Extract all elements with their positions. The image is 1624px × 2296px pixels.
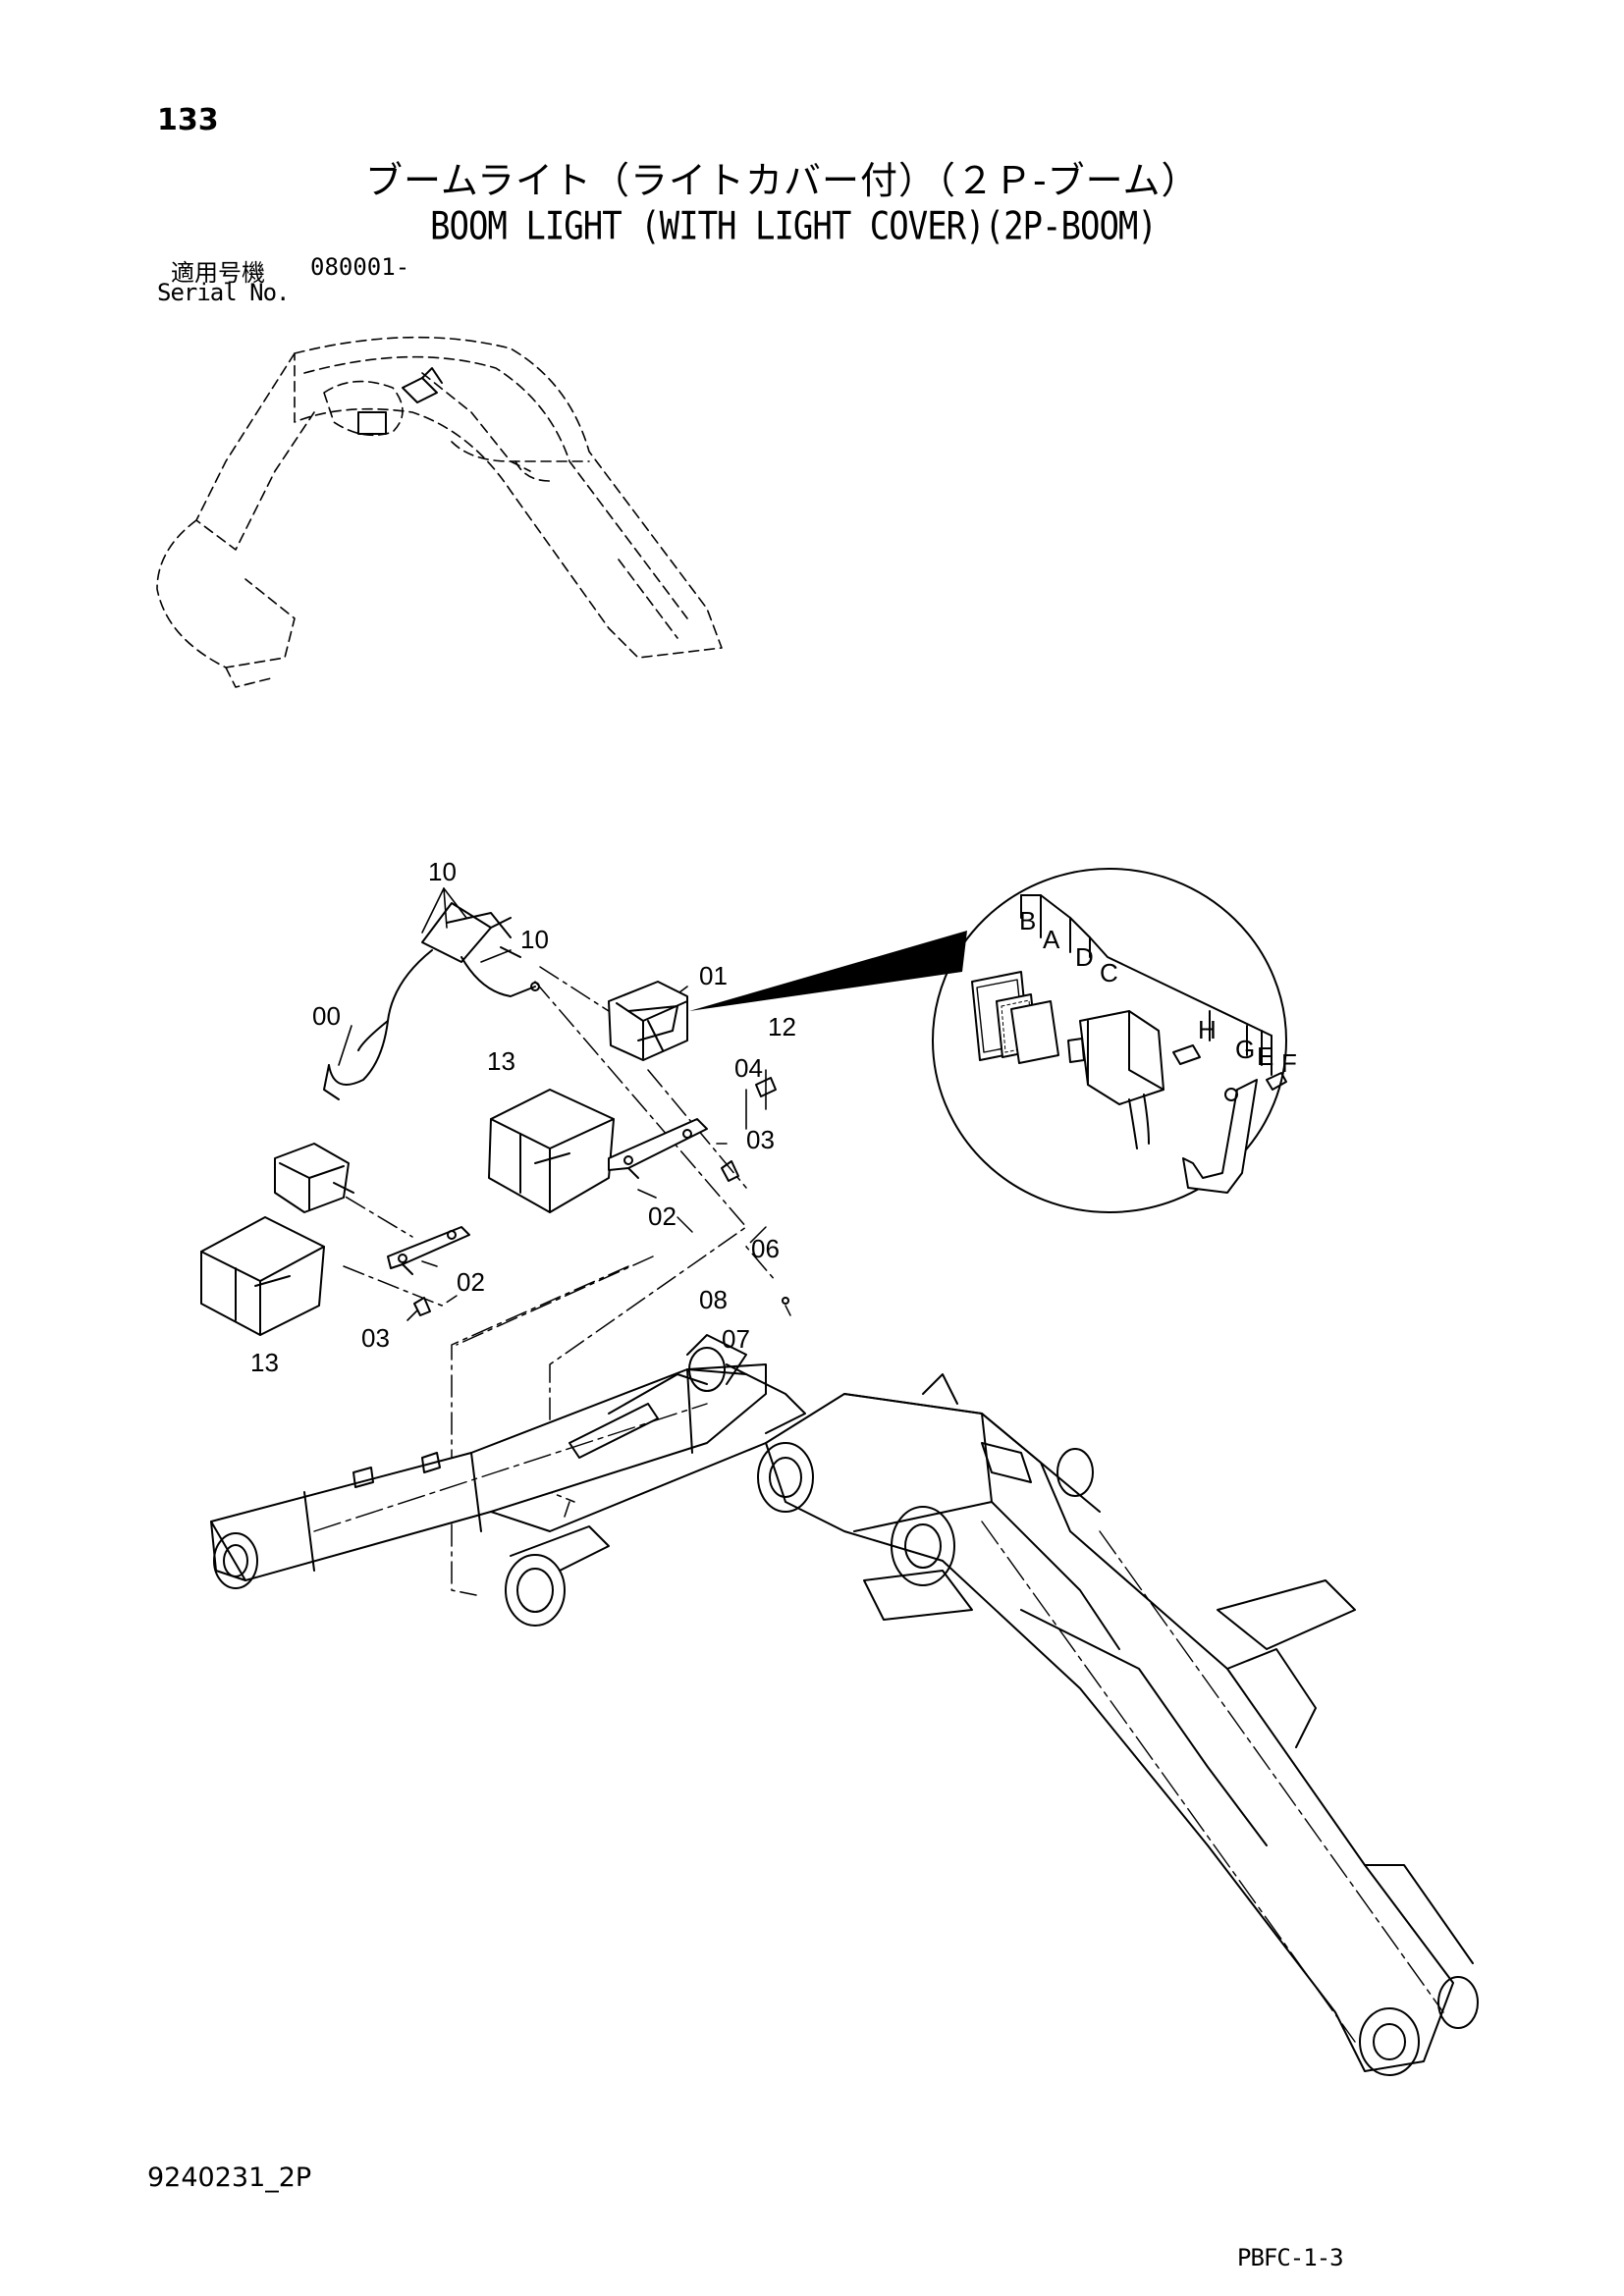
- callout-08: 08: [699, 1285, 728, 1314]
- document-id: 9240231_2P: [147, 2163, 312, 2193]
- detail-callout-G: G: [1235, 1035, 1255, 1064]
- page-code: PBFC-1-3: [1237, 2244, 1344, 2271]
- callout-02-upper: 02: [648, 1201, 677, 1231]
- boom-main: [210, 1334, 806, 1627]
- detail-callout-H: H: [1198, 1015, 1217, 1044]
- boom-centerline: [313, 1403, 1444, 2043]
- serial-value: 080001-: [310, 253, 410, 281]
- callout-03-upper: 03: [746, 1125, 775, 1154]
- detail-callout-C: C: [1100, 958, 1118, 988]
- detail-callout-F: F: [1281, 1048, 1297, 1078]
- callout-labels: 10 10 00 01 04 12 13 03 02 06 02 08 07 0…: [250, 857, 1297, 1377]
- detail-callout-A: A: [1043, 925, 1060, 954]
- callout-10-top: 10: [428, 857, 457, 886]
- callout-13-upper: 13: [487, 1046, 515, 1076]
- wiring-harness: [323, 902, 536, 1100]
- bolts: [413, 982, 789, 1316]
- page-number: 133: [157, 103, 219, 137]
- callout-02-lower: 02: [457, 1267, 485, 1297]
- title-english: BOOM LIGHT (WITH LIGHT COVER)(2P-BOOM): [430, 204, 1158, 249]
- lamp-lower: [274, 1143, 354, 1213]
- callout-06: 06: [751, 1234, 780, 1263]
- boom-light-assembly: [608, 981, 688, 1061]
- thumbnail-excavator-front: [156, 336, 723, 688]
- callout-03-lower: 03: [361, 1323, 390, 1353]
- detail-callout-D: D: [1075, 942, 1094, 972]
- light-cover-upper: [488, 1089, 615, 1213]
- callout-10-right: 10: [520, 925, 549, 954]
- detail-view: [689, 868, 1287, 1213]
- boom-arm: [757, 1373, 1479, 2076]
- serial-label-japanese: 適用号機: [171, 259, 265, 287]
- callout-01: 01: [699, 961, 728, 990]
- callout-12: 12: [768, 1012, 796, 1041]
- serial-label-english: Serial No.: [157, 279, 290, 306]
- leader-lines: [338, 887, 767, 1321]
- callout-13-lower: 13: [250, 1348, 279, 1377]
- light-cover-lower: [200, 1216, 325, 1336]
- callout-07: 07: [722, 1324, 750, 1354]
- title-japanese: ブームライト（ライトカバー付）（２Ｐ-ブーム）: [365, 159, 1200, 202]
- callout-00: 00: [312, 1001, 341, 1031]
- bracket-lower: [387, 1226, 470, 1275]
- bracket-upper: [608, 1118, 708, 1179]
- detail-callout-B: B: [1019, 906, 1036, 935]
- thumbnail-light-highlight: [357, 367, 443, 435]
- detail-callout-E: E: [1257, 1041, 1273, 1071]
- callout-04: 04: [734, 1053, 763, 1083]
